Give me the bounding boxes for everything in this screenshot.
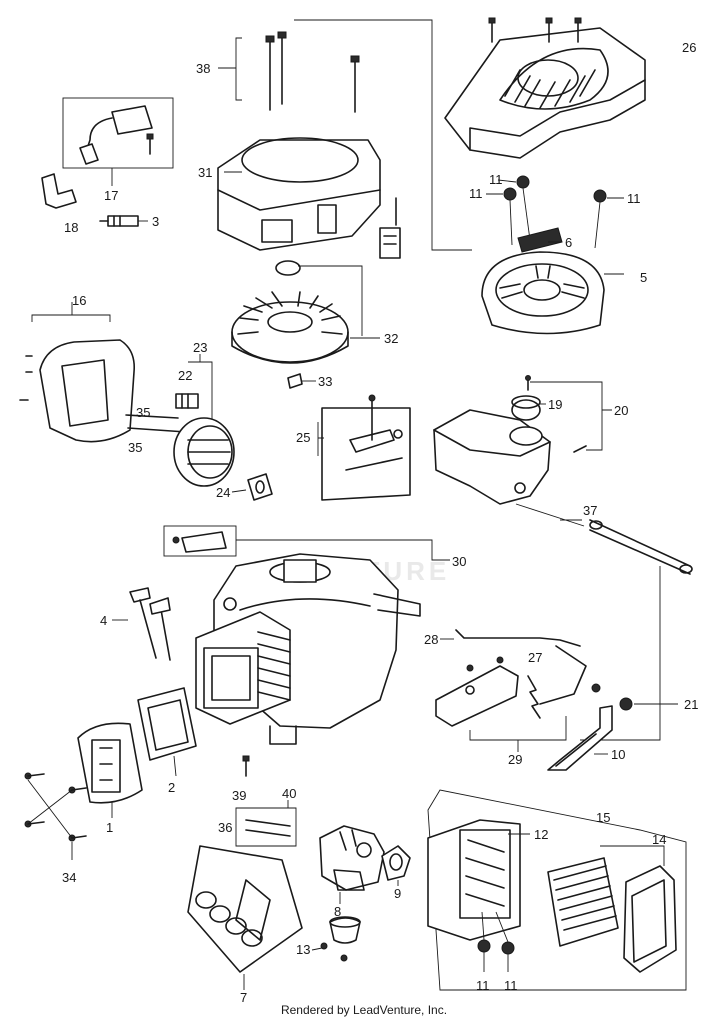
part-14-air-filter-cover [623, 865, 677, 973]
callout-16: 16 [72, 293, 86, 308]
callout-33: 33 [318, 374, 332, 389]
part-38-mounting-bolts [265, 31, 360, 113]
callout-23: 23 [193, 340, 207, 355]
group-bracket-23 [188, 354, 213, 420]
group-box-15 [427, 789, 687, 991]
part-5-recoil-starter [481, 251, 605, 335]
part-13-float-bowl [320, 916, 361, 962]
callout-7: 7 [240, 990, 247, 1005]
callout-31: 31 [198, 165, 212, 180]
callout-39: 39 [232, 788, 246, 803]
callout-19: 19 [548, 397, 562, 412]
part-4-dipstick [129, 587, 171, 661]
part-3-spark-plug [99, 215, 139, 227]
part-31-cylinder-shroud [217, 137, 381, 251]
part-shroud-bracket [379, 197, 401, 259]
group-box-17 [62, 97, 174, 169]
part-34-cover-screws [24, 772, 87, 842]
part-9-carb-gasket [381, 845, 411, 881]
part-26-blower-housing [444, 17, 646, 159]
callout-20: 20 [614, 403, 628, 418]
part-8-carburetor [319, 825, 385, 891]
callout-22: 22 [178, 368, 192, 383]
group-bracket-16 [31, 302, 111, 322]
part-2-head-gasket [137, 687, 197, 761]
callout-3: 3 [152, 214, 159, 229]
callout-2: 2 [168, 780, 175, 795]
callout-10: 10 [611, 747, 625, 762]
part-28-throttle-rod [455, 629, 581, 647]
part-36-studs [245, 819, 291, 837]
part-27-spring [527, 675, 541, 719]
part-7-gasket-set [187, 845, 303, 973]
callout-4: 4 [100, 613, 107, 628]
callout-35-b: 35 [128, 440, 142, 455]
callout-30: 30 [452, 554, 466, 569]
callout-37: 37 [583, 503, 597, 518]
callout-11-d: 11 [476, 978, 490, 993]
part-30-bracket [172, 531, 227, 553]
callout-27: 27 [528, 650, 542, 665]
callout-21: 21 [684, 697, 698, 712]
part-17-ignition-coil [79, 105, 154, 165]
callout-11-a: 11 [489, 172, 503, 187]
callout-5: 5 [640, 270, 647, 285]
callout-40: 40 [282, 786, 296, 801]
callout-9: 9 [394, 886, 401, 901]
callout-36: 36 [218, 820, 232, 835]
callout-25: 25 [296, 430, 310, 445]
callout-1: 1 [106, 820, 113, 835]
part-16-muffler-guard [19, 339, 136, 443]
group-box-30 [163, 525, 237, 557]
callout-32: 32 [384, 331, 398, 346]
part-20-fuel-tank [433, 375, 587, 505]
part-air-filter-element [547, 857, 619, 947]
part-flywheel-nut [275, 260, 301, 276]
part-11-flange-nuts-lower [477, 939, 515, 955]
callout-12: 12 [534, 827, 548, 842]
callout-11-c: 11 [627, 191, 641, 206]
callout-11-e: 11 [504, 978, 518, 993]
part-19-fuel-cap [511, 395, 541, 421]
part-6-starter-handle [517, 227, 563, 253]
callout-13: 13 [296, 942, 310, 957]
callout-24: 24 [216, 485, 230, 500]
part-29-control-bracket [435, 656, 519, 727]
part-32-flywheel [231, 291, 349, 364]
part-12-air-filter-base [427, 819, 521, 941]
part-35-screws [125, 414, 187, 433]
callout-28: 28 [424, 632, 438, 647]
part-33-flywheel-key [287, 373, 303, 389]
part-10-wrench [547, 705, 613, 771]
callout-38: 38 [196, 61, 210, 76]
part-21-nut [619, 697, 633, 711]
part-25-governor-linkage [321, 394, 411, 501]
part-throttle-lever [539, 645, 601, 705]
part-1-valve-cover [77, 722, 143, 804]
callout-15: 15 [596, 810, 610, 825]
callout-34: 34 [62, 870, 76, 885]
callout-17: 17 [104, 188, 118, 203]
part-cylinder-head [195, 611, 291, 725]
part-22-exhaust-pipe [175, 393, 199, 409]
part-18-spark-plug-boot [41, 173, 77, 209]
callout-14: 14 [652, 832, 666, 847]
part-24-exhaust-gasket [247, 473, 273, 501]
part-37-fuel-line [589, 519, 693, 575]
callout-6: 6 [565, 235, 572, 250]
group-bracket-20 [530, 381, 612, 451]
callout-11-b: 11 [469, 186, 483, 201]
callout-18: 18 [64, 220, 78, 235]
footer-credit: Rendered by LeadVenture, Inc. [280, 1003, 448, 1017]
callout-8: 8 [334, 904, 341, 919]
part-11-flange-nuts-upper [503, 175, 607, 203]
callout-29: 29 [508, 752, 522, 767]
callout-35-a: 35 [136, 405, 150, 420]
part-39-pin [242, 755, 250, 777]
part-23-muffler [173, 417, 235, 487]
callout-26: 26 [682, 40, 696, 55]
